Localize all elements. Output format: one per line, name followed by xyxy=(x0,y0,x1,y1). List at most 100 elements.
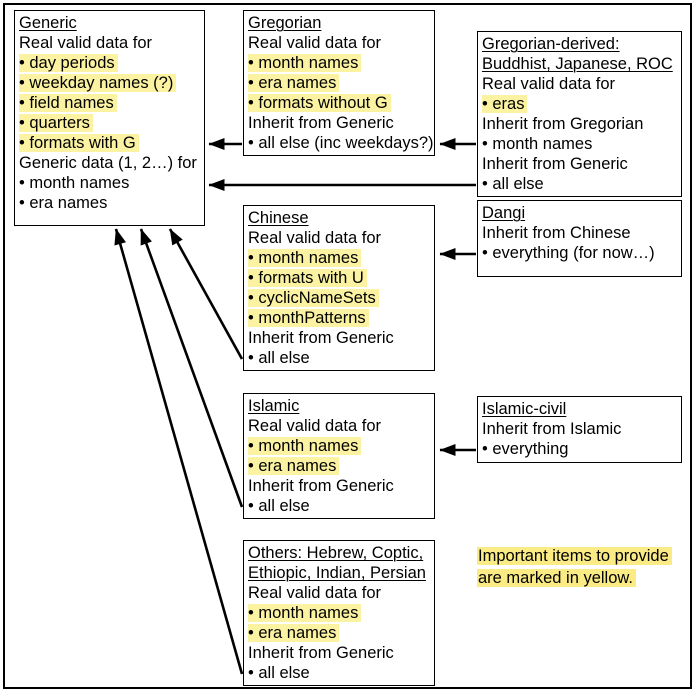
others-line-text: Inherit from Generic xyxy=(248,644,394,662)
gregorian-derived-line: • all else xyxy=(482,174,681,194)
gregorian-derived-line: • eras xyxy=(482,94,681,114)
chinese-line: • all else xyxy=(248,348,434,368)
dangi-line-text: • everything (for now…) xyxy=(482,244,655,262)
others-line-text: • era names xyxy=(248,624,340,642)
gregorian-derived-line: Real valid data for xyxy=(482,74,681,94)
chinese-line: • month names xyxy=(248,248,434,268)
islamic-civil-line: Islamic-civil xyxy=(482,399,681,419)
chinese-line-text: • month names xyxy=(248,249,362,267)
others-line-text: • month names xyxy=(248,604,362,622)
legend-note-line: are marked in yellow. xyxy=(477,567,672,589)
islamic-line: Inherit from Generic xyxy=(248,476,434,496)
gregorian-derived-line: Gregorian-derived: xyxy=(482,34,681,54)
others-title-text: Ethiopic, Indian, Persian xyxy=(248,564,426,582)
generic-line-text: Real valid data for xyxy=(19,34,152,52)
generic-line: • weekday names (?) xyxy=(19,73,204,93)
generic-line: • quarters xyxy=(19,113,204,133)
others-line: Ethiopic, Indian, Persian xyxy=(248,563,434,583)
islamic-line: Real valid data for xyxy=(248,416,434,436)
dangi-title-text: Dangi xyxy=(482,204,526,222)
chinese-title-text: Chinese xyxy=(248,209,309,227)
gregorian-derived-title-text: Buddhist, Japanese, ROC xyxy=(482,55,673,73)
gregorian-line: • era names xyxy=(248,73,434,93)
box-gregorian-derived: Gregorian-derived: Buddhist, Japanese, RO… xyxy=(477,31,682,197)
others-line: Inherit from Generic xyxy=(248,643,434,663)
chinese-line-text: • cyclicNameSets xyxy=(248,289,379,307)
islamic-line-text: • era names xyxy=(248,457,340,475)
islamic-civil-line: Inherit from Islamic xyxy=(482,419,681,439)
gregorian-derived-line-text: • eras xyxy=(482,95,528,113)
others-line: • month names xyxy=(248,603,434,623)
islamic-title-text: Islamic xyxy=(248,397,300,415)
legend-note-text: are marked in yellow. xyxy=(477,569,636,587)
islamic-civil-title-text: Islamic-civil xyxy=(482,400,567,418)
generic-line: • month names xyxy=(19,173,204,193)
islamic-line: Islamic xyxy=(248,396,434,416)
chinese-line: • formats with U xyxy=(248,268,434,288)
islamic-civil-line-text: Inherit from Islamic xyxy=(482,420,622,438)
others-line: Others: Hebrew, Coptic, xyxy=(248,543,434,563)
generic-line-text: • day periods xyxy=(19,54,118,72)
gregorian-line: Gregorian xyxy=(248,13,434,33)
islamic-line-text: Real valid data for xyxy=(248,417,381,435)
others-line-text: Real valid data for xyxy=(248,584,381,602)
chinese-line-text: Inherit from Generic xyxy=(248,329,394,347)
gregorian-derived-line-text: Inherit from Generic xyxy=(482,155,628,173)
gregorian-derived-line: Inherit from Generic xyxy=(482,154,681,174)
generic-line-text: • field names xyxy=(19,94,117,112)
islamic-civil-line-text: • everything xyxy=(482,440,569,458)
generic-line-text: • quarters xyxy=(19,114,93,132)
gregorian-line-text: Inherit from Generic xyxy=(248,114,394,132)
islamic-civil-line: • everything xyxy=(482,439,681,459)
gregorian-line: • formats without G xyxy=(248,93,434,113)
legend-note-line: Important items to provide xyxy=(477,545,672,567)
legend-note: Important items to provide are marked in … xyxy=(477,545,672,589)
islamic-line-text: Inherit from Generic xyxy=(248,477,394,495)
islamic-line-text: • all else xyxy=(248,497,310,515)
gregorian-line: Real valid data for xyxy=(248,33,434,53)
islamic-line-text: • month names xyxy=(248,437,362,455)
islamic-line: • all else xyxy=(248,496,434,516)
gregorian-derived-line-text: • all else xyxy=(482,175,544,193)
others-line: Real valid data for xyxy=(248,583,434,603)
gregorian-derived-line-text: Inherit from Gregorian xyxy=(482,115,644,133)
generic-line-text: Generic data (1, 2…) for xyxy=(19,154,197,172)
gregorian-derived-title-text: Gregorian-derived: xyxy=(482,35,620,53)
others-line: • era names xyxy=(248,623,434,643)
gregorian-line-text: • month names xyxy=(248,54,362,72)
gregorian-derived-line-text: • month names xyxy=(482,135,593,153)
generic-line-text: • era names xyxy=(19,194,108,212)
legend-note-text: Important items to provide xyxy=(477,547,672,565)
gregorian-derived-line: Buddhist, Japanese, ROC xyxy=(482,54,681,74)
islamic-line: • era names xyxy=(248,456,434,476)
gregorian-line-text: Real valid data for xyxy=(248,34,381,52)
dangi-line: • everything (for now…) xyxy=(482,243,681,263)
gregorian-line: Inherit from Generic xyxy=(248,113,434,133)
chinese-line: Real valid data for xyxy=(248,228,434,248)
others-line: • all else xyxy=(248,663,434,683)
islamic-line: • month names xyxy=(248,436,434,456)
chinese-line: Inherit from Generic xyxy=(248,328,434,348)
chinese-line: Chinese xyxy=(248,208,434,228)
chinese-line-text: • monthPatterns xyxy=(248,309,369,327)
chinese-line: • cyclicNameSets xyxy=(248,288,434,308)
generic-line-text: • weekday names (?) xyxy=(19,74,177,92)
dangi-line: Inherit from Chinese xyxy=(482,223,681,243)
generic-line: Generic xyxy=(19,13,204,33)
gregorian-line: • all else (inc weekdays?) xyxy=(248,133,434,153)
box-others: Others: Hebrew, Coptic,Ethiopic, Indian,… xyxy=(243,540,435,686)
outer-border xyxy=(3,3,692,689)
generic-line: • field names xyxy=(19,93,204,113)
chinese-line-text: Real valid data for xyxy=(248,229,381,247)
chinese-line: • monthPatterns xyxy=(248,308,434,328)
dangi-line: Dangi xyxy=(482,203,681,223)
generic-line-text: • month names xyxy=(19,174,130,192)
chinese-line-text: • formats with U xyxy=(248,269,367,287)
others-line-text: • all else xyxy=(248,664,310,682)
